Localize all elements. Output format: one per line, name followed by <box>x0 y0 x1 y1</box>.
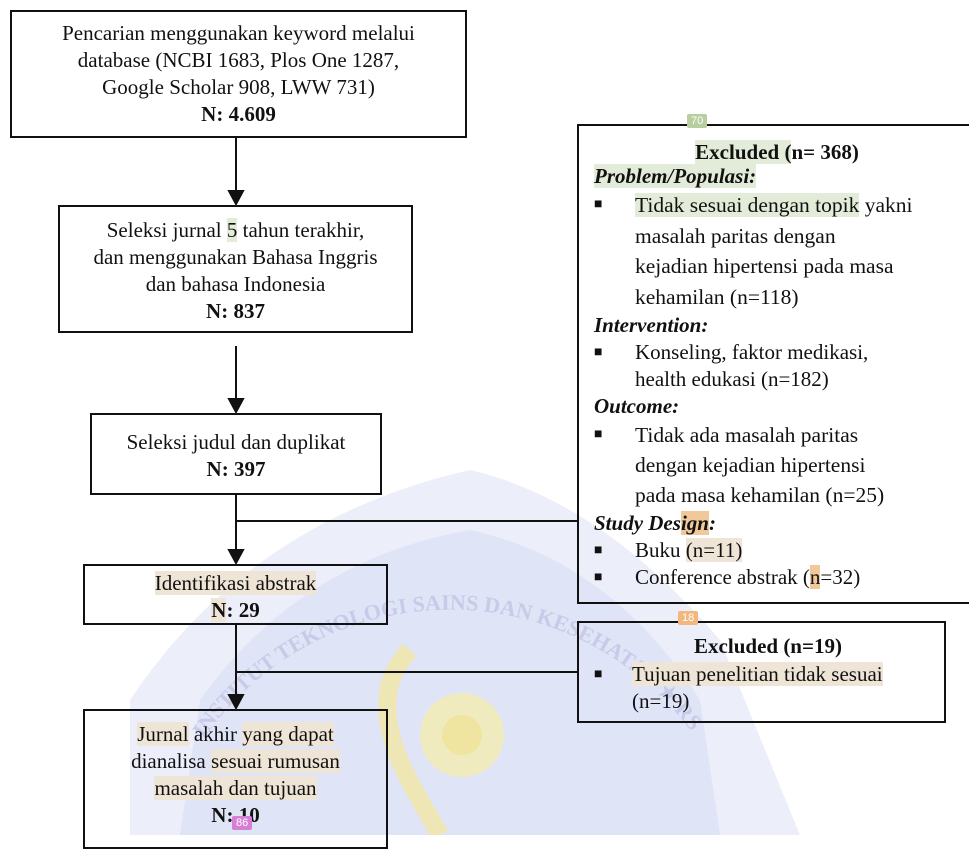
abstract-label: Identifikasi abstrak <box>154 571 317 595</box>
excluded-objective-title: Excluded (n=19) <box>694 634 842 658</box>
excluded-objective-badge: 18 <box>678 611 699 625</box>
study-design-item-conference: ■ Conference abstrak (n=32) <box>594 565 861 589</box>
excluded-criteria-badge: 70 <box>687 114 708 128</box>
year-filter-count: N: 837 <box>206 299 265 323</box>
search-line-1: Pencarian menggunakan keyword melalui <box>62 21 415 45</box>
excluded-criteria-list: Problem/Populasi: ■ Tidak sesuai dengan … <box>594 163 964 591</box>
year-filter-box: Seleksi jurnal 5 tahun terakhir, dan men… <box>58 205 413 333</box>
final-line-1: Jurnal akhir yang dapat <box>137 722 334 746</box>
year-filter-line-1: Seleksi jurnal 5 tahun terakhir, <box>106 218 365 242</box>
title-dedup-label: Seleksi judul dan duplikat <box>126 430 346 454</box>
title-dedup-count: N: 397 <box>206 457 266 481</box>
outcome-item: ■ Tidak ada masalah paritas dengan kejad… <box>594 423 885 507</box>
excluded-criteria-title: Excluded (n= 368) <box>695 140 859 164</box>
intervention-item: ■ Konseling, faktor medikasi, health edu… <box>594 340 869 391</box>
study-design-item-books: ■ Buku (n=11) <box>594 538 743 562</box>
search-box: Pencarian menggunakan keyword melalui da… <box>10 10 467 138</box>
final-journal-box: Jurnal akhir yang dapat dianalisa sesuai… <box>83 709 388 849</box>
final-line-3: masalah dan tujuan <box>154 776 317 800</box>
abstract-box: Identifikasi abstrak N: 29 <box>83 564 388 625</box>
excluded-objective-box <box>577 621 946 723</box>
study-design-heading: Study Design: <box>594 511 716 535</box>
search-line-2: database (NCBI 1683, Plos One 1287, <box>77 48 400 72</box>
objective-item: ■ Tujuan penelitian tidak sesuai (n=19) <box>594 662 883 713</box>
outcome-heading: Outcome: <box>594 394 680 418</box>
problem-heading: Problem/Populasi: <box>594 164 757 188</box>
search-count: N: 4.609 <box>201 102 276 126</box>
year-filter-line-3: dan bahasa Indonesia <box>145 272 326 296</box>
final-badge: 86 <box>232 816 253 830</box>
title-dedup-box: Seleksi judul dan duplikat N: 397 <box>90 413 382 495</box>
year-number: 5 <box>226 218 238 242</box>
problem-item: ■ Tidak sesuai dengan topik yakni masala… <box>594 193 913 309</box>
abstract-count: N: 29 <box>211 598 260 622</box>
intervention-heading: Intervention: <box>594 313 709 337</box>
final-line-2: dianalisa sesuai rumusan <box>131 749 340 773</box>
search-line-3: Google Scholar 908, LWW 731) <box>102 75 375 99</box>
year-filter-line-2: dan menggunakan Bahasa Inggris <box>93 245 378 269</box>
excluded-objective-list: ■ Tujuan penelitian tidak sesuai (n=19) <box>594 661 939 715</box>
excluded-criteria-box <box>577 124 969 604</box>
